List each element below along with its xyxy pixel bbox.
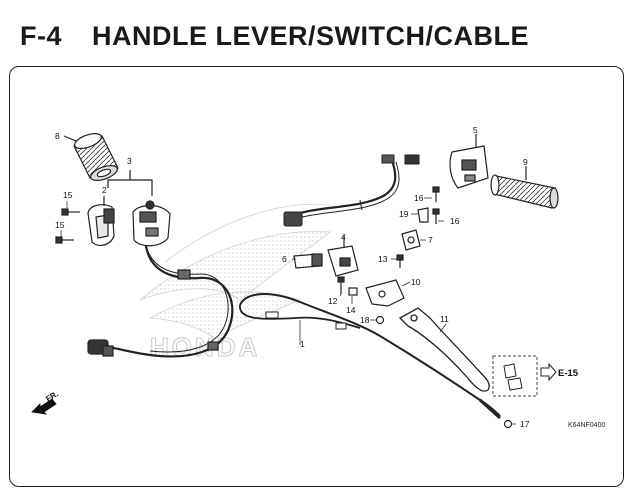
label-part-3: 3 xyxy=(127,156,132,166)
right-throttle-grip-part xyxy=(490,166,559,209)
bolt-part-13 xyxy=(396,254,404,268)
section-code: F-4 xyxy=(20,20,62,51)
right-switch-assembly-part xyxy=(449,134,489,189)
label-part-6: 6 xyxy=(282,254,287,264)
holder-part-7 xyxy=(401,229,421,251)
nut-part-17 xyxy=(503,419,513,429)
label-part-19: 19 xyxy=(399,209,409,219)
diagram-frame xyxy=(9,66,624,487)
label-part-17: 17 xyxy=(520,419,530,429)
left-grip-part xyxy=(63,133,119,181)
honda-watermark-text: HONDA xyxy=(150,332,260,362)
label-part-7: 7 xyxy=(428,235,433,245)
label-part-14: 14 xyxy=(346,305,356,315)
label-part-15a: 15 xyxy=(63,190,73,200)
nut-part-14 xyxy=(348,287,358,296)
left-switch-assembly-part xyxy=(87,170,234,358)
label-part-15b: 15 xyxy=(55,220,65,230)
label-part-13: 13 xyxy=(378,254,388,264)
switch-part-6 xyxy=(293,253,323,269)
part-number-labels: 1 2 3 4 5 6 7 8 9 10 11 12 13 14 15 15 1… xyxy=(55,125,530,429)
screw-part-16a xyxy=(432,186,440,202)
page-title: F-4 HANDLE LEVER/SWITCH/CABLE xyxy=(20,18,529,54)
lever-bracket-part-10 xyxy=(365,279,405,307)
stop-switch-part-4 xyxy=(327,236,359,277)
bolt-part-12 xyxy=(337,276,345,294)
front-direction-label: FR. xyxy=(44,389,60,403)
cable-part-1 xyxy=(239,293,502,420)
screw-part-16b xyxy=(432,208,440,224)
section-title: HANDLE LEVER/SWITCH/CABLE xyxy=(92,20,529,51)
label-part-2: 2 xyxy=(102,185,107,195)
switch-housing-part xyxy=(87,196,115,246)
clip-part-19 xyxy=(417,207,429,223)
label-part-18: 18 xyxy=(360,315,370,325)
lever-part-11 xyxy=(398,307,490,392)
screw-part-15a xyxy=(61,208,80,216)
nut-part-18 xyxy=(375,315,385,325)
label-part-10: 10 xyxy=(411,277,421,287)
reference-label: E-15 xyxy=(558,368,579,379)
reference-box-e15 xyxy=(492,355,557,397)
front-direction-arrow: FR. xyxy=(31,389,60,415)
label-part-16a: 16 xyxy=(414,193,424,203)
leader-lines xyxy=(60,197,516,425)
label-part-11: 11 xyxy=(440,314,449,324)
label-part-16b: 16 xyxy=(450,216,460,226)
label-part-8: 8 xyxy=(55,131,60,141)
screw-part-15b xyxy=(55,236,74,244)
label-part-12: 12 xyxy=(328,296,338,306)
right-switch-harness-part xyxy=(283,154,420,227)
label-part-1: 1 xyxy=(300,339,305,349)
drawing-code: K64NF0400 xyxy=(568,422,605,429)
label-part-5: 5 xyxy=(473,125,478,135)
label-part-4: 4 xyxy=(341,232,346,242)
honda-wing-watermark: HONDA xyxy=(139,203,332,363)
label-part-9: 9 xyxy=(523,157,528,167)
